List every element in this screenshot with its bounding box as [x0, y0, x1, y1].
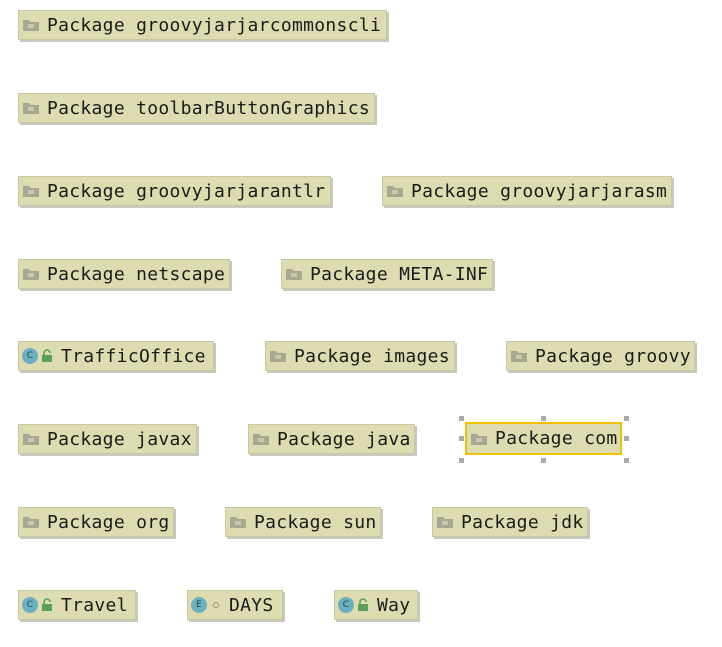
package-folder-icon	[252, 432, 270, 446]
package-folder-icon	[285, 267, 303, 281]
resize-handle-bottom[interactable]	[541, 458, 546, 463]
package-folder-icon	[22, 184, 40, 198]
node-label: Package groovyjarjarantlr	[47, 180, 326, 202]
package-folder-icon	[229, 515, 247, 529]
package-node-org[interactable]: Package org	[18, 507, 174, 537]
enum-icon: E	[191, 597, 207, 613]
package-node-meta-inf[interactable]: Package META-INF	[281, 259, 493, 289]
public-lock-icon	[41, 349, 53, 363]
node-label: Package netscape	[47, 263, 226, 285]
package-folder-icon	[386, 184, 404, 198]
resize-handle-left[interactable]	[459, 436, 464, 441]
node-label: Package javax	[47, 428, 192, 450]
package-folder-icon	[22, 267, 40, 281]
node-label: Package groovy	[535, 345, 691, 367]
package-private-icon	[213, 602, 219, 608]
class-node-trafficoffice[interactable]: C TrafficOffice	[18, 341, 214, 371]
package-folder-icon	[22, 515, 40, 529]
class-node-way[interactable]: C Way	[334, 590, 418, 620]
node-label: Package com	[495, 428, 618, 449]
package-node-jdk[interactable]: Package jdk	[432, 507, 588, 537]
package-node-groovyjarjarcommonscli[interactable]: Package groovyjarjarcommonscli	[18, 10, 387, 40]
package-node-groovyjarjarasm[interactable]: Package groovyjarjarasm	[382, 176, 672, 206]
class-icon: C	[22, 348, 38, 364]
resize-handle-right[interactable]	[624, 436, 629, 441]
node-label: Package groovyjarjarasm	[411, 180, 668, 202]
package-node-toolbarbuttongraphics[interactable]: Package toolbarButtonGraphics	[18, 93, 375, 123]
resize-handle-bottom-right[interactable]	[624, 458, 629, 463]
node-label: Package java	[277, 428, 411, 450]
node-label: Package sun	[254, 511, 377, 533]
package-node-groovy[interactable]: Package groovy	[506, 341, 695, 371]
resize-handle-top[interactable]	[541, 416, 546, 421]
node-label: DAYS	[229, 594, 274, 616]
public-lock-icon	[41, 598, 53, 612]
public-lock-icon	[357, 598, 369, 612]
node-label: Package META-INF	[310, 263, 489, 285]
package-node-sun[interactable]: Package sun	[225, 507, 381, 537]
node-label: Package org	[47, 511, 170, 533]
node-label: Package toolbarButtonGraphics	[47, 97, 370, 119]
package-node-netscape[interactable]: Package netscape	[18, 259, 230, 289]
package-node-javax[interactable]: Package javax	[18, 424, 197, 454]
node-label: Travel	[61, 594, 128, 616]
node-label: Package images	[294, 345, 450, 367]
node-label: TrafficOffice	[61, 345, 206, 367]
resize-handle-bottom-left[interactable]	[459, 458, 464, 463]
node-label: Package groovyjarjarcommonscli	[47, 14, 382, 36]
package-folder-icon	[470, 432, 488, 446]
package-folder-icon	[510, 349, 528, 363]
package-folder-icon	[269, 349, 287, 363]
package-folder-icon	[22, 18, 40, 32]
package-folder-icon	[436, 515, 454, 529]
package-node-java[interactable]: Package java	[248, 424, 415, 454]
node-label: Package jdk	[461, 511, 584, 533]
class-node-travel[interactable]: C Travel	[18, 590, 136, 620]
node-label: Way	[377, 594, 411, 616]
package-folder-icon	[22, 101, 40, 115]
package-node-images[interactable]: Package images	[265, 341, 455, 371]
enum-node-days[interactable]: E DAYS	[187, 590, 283, 620]
package-node-groovyjarjarantlr[interactable]: Package groovyjarjarantlr	[18, 176, 331, 206]
resize-handle-top-left[interactable]	[459, 416, 464, 421]
resize-handle-top-right[interactable]	[624, 416, 629, 421]
package-node-com[interactable]: Package com	[465, 422, 622, 455]
class-icon: C	[338, 597, 354, 613]
package-folder-icon	[22, 432, 40, 446]
class-icon: C	[22, 597, 38, 613]
